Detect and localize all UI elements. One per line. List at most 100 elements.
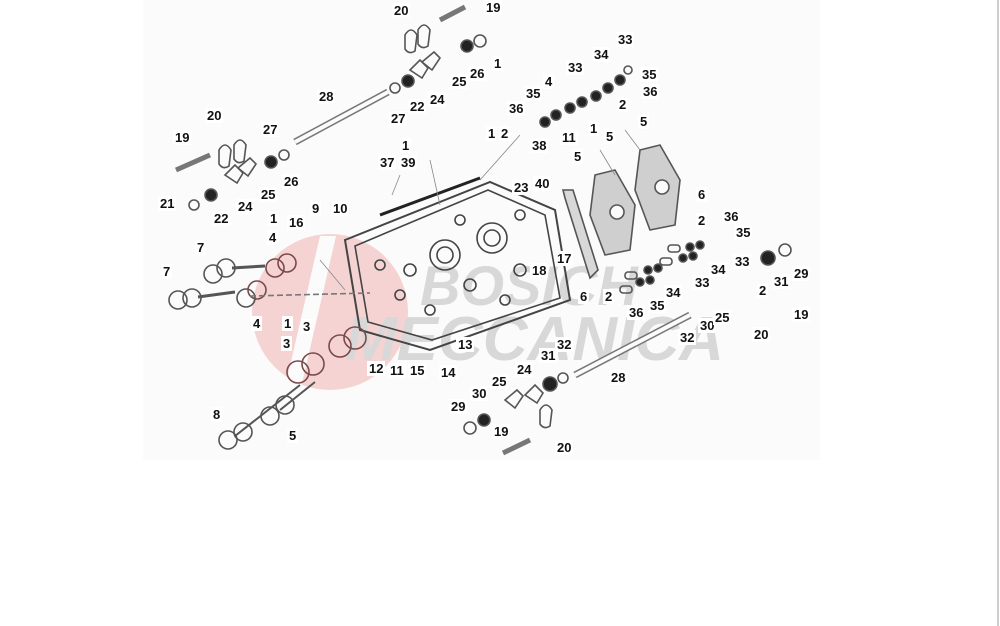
watermark-logo: BOSICH MECCANICA xyxy=(252,234,724,392)
watermark-line2: MECCANICA xyxy=(345,305,724,374)
callout[interactable]: 29 xyxy=(792,266,811,281)
callout[interactable]: 7 xyxy=(161,264,173,279)
callout[interactable]: 30 xyxy=(698,318,717,333)
watermark-slash xyxy=(284,236,336,392)
callout[interactable]: 5 xyxy=(287,428,299,443)
callout[interactable]: 17 xyxy=(555,251,574,266)
callout[interactable]: 1 xyxy=(486,126,498,141)
callout[interactable]: 22 xyxy=(212,211,231,226)
callout[interactable]: 35 xyxy=(524,86,543,101)
callout[interactable]: 35 xyxy=(640,67,659,82)
callout[interactable]: 2 xyxy=(696,213,708,228)
callout[interactable]: 20 xyxy=(752,327,771,342)
callout[interactable]: 29 xyxy=(449,399,468,414)
callout[interactable]: 34 xyxy=(664,285,683,300)
callout[interactable]: 26 xyxy=(468,66,487,81)
callout[interactable]: 13 xyxy=(456,337,475,352)
valve-axis-line xyxy=(249,292,371,297)
callout[interactable]: 31 xyxy=(772,274,791,289)
callout[interactable]: 25 xyxy=(259,187,278,202)
callout[interactable]: 25 xyxy=(713,310,732,325)
callout[interactable]: 36 xyxy=(627,305,646,320)
callout[interactable]: 39 xyxy=(399,155,418,170)
callout[interactable]: 12 xyxy=(367,361,386,376)
callout[interactable]: 19 xyxy=(173,130,192,145)
callout[interactable]: 22 xyxy=(408,99,427,114)
callout[interactable]: 26 xyxy=(282,174,301,189)
callout[interactable]: 2 xyxy=(617,97,629,112)
callout[interactable]: 3 xyxy=(281,336,293,351)
callout[interactable]: 27 xyxy=(389,111,408,126)
callout[interactable]: 24 xyxy=(515,362,534,377)
callout[interactable]: 38 xyxy=(530,138,549,153)
callout[interactable]: 11 xyxy=(388,363,406,378)
valves-intake xyxy=(168,253,297,310)
callout[interactable]: 8 xyxy=(211,407,223,422)
callout[interactable]: 19 xyxy=(492,424,511,439)
callout[interactable]: 4 xyxy=(251,316,263,331)
tappet-row-upper xyxy=(539,65,633,128)
callout[interactable]: 20 xyxy=(392,3,411,18)
callout[interactable]: 4 xyxy=(543,74,555,89)
callout[interactable]: 28 xyxy=(609,370,628,385)
callout[interactable]: 35 xyxy=(734,225,753,240)
callout[interactable]: 2 xyxy=(499,126,511,141)
cylinder-head xyxy=(343,176,572,352)
callout[interactable]: 33 xyxy=(693,275,712,290)
callout[interactable]: 5 xyxy=(604,129,616,144)
callout[interactable]: 14 xyxy=(439,365,458,380)
callout[interactable]: 23 xyxy=(512,180,531,195)
callout[interactable]: 20 xyxy=(555,440,574,455)
callout[interactable]: 27 xyxy=(261,122,280,137)
callout[interactable]: 31 xyxy=(539,348,558,363)
callout[interactable]: 34 xyxy=(709,262,728,277)
callout[interactable]: 2 xyxy=(757,283,769,298)
callout[interactable]: 34 xyxy=(592,47,611,62)
callout[interactable]: 32 xyxy=(678,330,697,345)
callout[interactable]: 1 xyxy=(282,316,294,331)
callout[interactable]: 18 xyxy=(530,263,549,278)
callout[interactable]: 37 xyxy=(378,155,397,170)
callout[interactable]: 21 xyxy=(158,196,177,211)
callout[interactable]: 28 xyxy=(317,89,336,104)
callout[interactable]: 5 xyxy=(572,149,584,164)
callout[interactable]: 5 xyxy=(638,114,650,129)
callout[interactable]: 24 xyxy=(428,92,447,107)
callout[interactable]: 33 xyxy=(566,60,585,75)
callout[interactable]: 32 xyxy=(555,337,574,352)
callout[interactable]: 4 xyxy=(267,230,279,245)
callout[interactable]: 20 xyxy=(205,108,224,123)
callout[interactable]: 11 xyxy=(560,130,578,145)
callout[interactable]: 30 xyxy=(470,386,489,401)
callout[interactable]: 19 xyxy=(792,307,811,322)
callout[interactable]: 36 xyxy=(641,84,660,99)
callout[interactable]: 1 xyxy=(492,56,504,71)
callout[interactable]: 25 xyxy=(450,74,469,89)
callout[interactable]: 16 xyxy=(287,215,306,230)
callout[interactable]: 2 xyxy=(603,289,615,304)
callout[interactable]: 15 xyxy=(408,363,427,378)
leader-lines xyxy=(319,129,641,291)
valves-exhaust xyxy=(218,326,367,450)
callout[interactable]: 10 xyxy=(331,201,350,216)
callout[interactable]: 6 xyxy=(578,289,590,304)
callout[interactable]: 6 xyxy=(696,187,708,202)
callout[interactable]: 40 xyxy=(533,176,552,191)
camshaft-caps xyxy=(561,144,681,280)
callout[interactable]: 36 xyxy=(722,209,741,224)
callout[interactable]: 7 xyxy=(195,240,207,255)
callout[interactable]: 36 xyxy=(507,101,526,116)
callout[interactable]: 25 xyxy=(490,374,509,389)
callout[interactable]: 33 xyxy=(616,32,635,47)
scrollbar-edge xyxy=(997,0,999,626)
callout[interactable]: 35 xyxy=(648,298,667,313)
callout[interactable]: 1 xyxy=(268,211,280,226)
callout[interactable]: 9 xyxy=(310,201,322,216)
callout[interactable]: 24 xyxy=(236,199,255,214)
rocker-shaft-lower xyxy=(463,311,692,456)
callout[interactable]: 33 xyxy=(733,254,752,269)
callout[interactable]: 19 xyxy=(484,0,503,15)
callout[interactable]: 1 xyxy=(400,138,412,153)
callout[interactable]: 3 xyxy=(301,319,313,334)
callout[interactable]: 1 xyxy=(588,121,600,136)
